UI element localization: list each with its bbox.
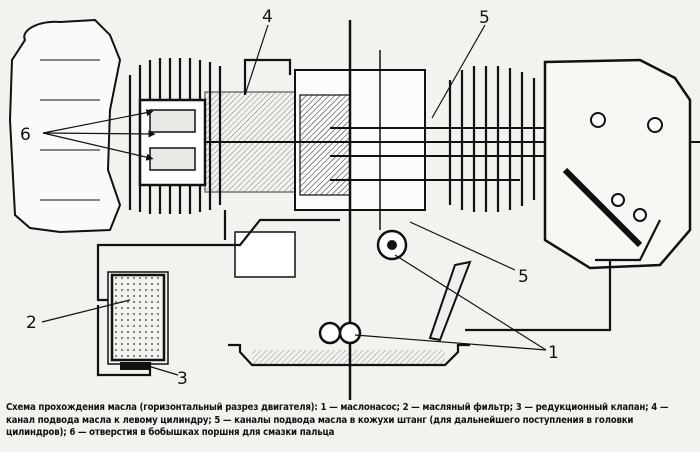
pressure-relief-valve <box>120 362 150 370</box>
crankcase-center <box>234 20 426 400</box>
oil-lines <box>96 58 661 377</box>
callout-leaders <box>41 24 547 376</box>
callout-3: 3 <box>177 369 188 389</box>
oil-sump <box>228 343 470 367</box>
right-cylinder-head <box>543 58 692 270</box>
callout-numbers: 1 2 3 4 5 5 6 <box>20 7 559 389</box>
figure-caption: Схема прохождения масла (горизонтальный … <box>6 402 669 439</box>
callout-4: 4 <box>262 7 273 27</box>
callout-5-bottom: 5 <box>518 267 529 287</box>
engine-cross-section-drawing: 1 2 3 4 5 5 6 <box>8 7 700 400</box>
oil-filter <box>107 271 169 365</box>
oil-pump <box>318 280 362 345</box>
callout-5-top: 5 <box>479 8 490 28</box>
callout-1: 1 <box>548 343 559 363</box>
callout-6: 6 <box>20 125 31 145</box>
dipstick <box>428 260 472 342</box>
left-housing <box>8 18 122 234</box>
right-cylinder-fins <box>448 66 536 212</box>
callout-2: 2 <box>26 313 37 333</box>
